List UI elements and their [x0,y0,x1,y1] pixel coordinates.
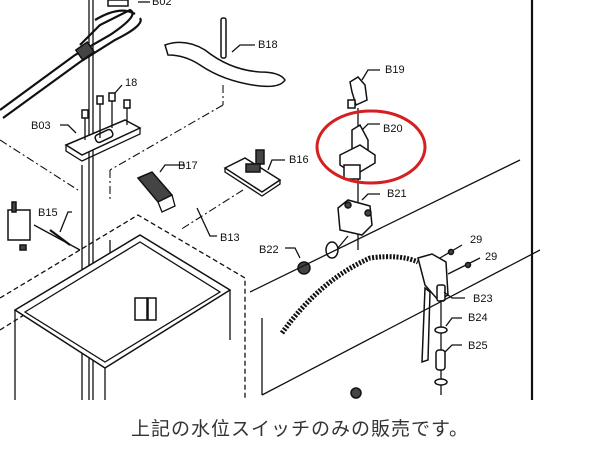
label-b02: B02 [152,0,172,8]
part-b22-nut [249,159,521,293]
part-b18-wash-arm [164,17,286,105]
label-b24: B24 [468,312,488,324]
label-b20: B20 [383,123,403,135]
label-29-lower: 29 [485,251,497,263]
label-b23: B23 [473,293,493,305]
part-b13-tub-frame [0,207,246,400]
highlight-circle [315,109,427,185]
caption: 上記の水位スイッチのみの販売です。 [130,418,470,440]
part-b23-bracket [417,253,465,364]
label-18: 18 [125,77,137,89]
cabinet-outline [261,249,541,396]
label-29-upper: 29 [470,234,482,246]
label-b03: B03 [31,120,51,132]
part-b21-chamber [337,193,380,236]
part-b03-mount-plate [60,84,142,162]
part-left-valve [7,201,31,251]
label-b15: B15 [38,207,58,219]
part-b02-heater [0,0,150,119]
part-b20-water-level-switch [339,123,380,180]
part-b24-clip [434,317,462,334]
part-hose [279,254,420,335]
label-b16: B16 [289,154,309,166]
label-b13: B13 [220,232,240,244]
label-b25: B25 [468,340,488,352]
label-b21: B21 [387,188,407,200]
label-b22: B22 [259,244,279,256]
label-b17: B17 [178,160,198,172]
part-29-screws [439,244,481,275]
part-b19-cap [347,69,380,109]
part-b16-board [179,149,285,231]
label-b18: B18 [258,39,278,51]
label-b19: B19 [385,64,405,76]
part-b15-rod [33,211,81,251]
parts-diagram: B02 B18 18 B03 B17 [0,0,541,400]
part-b17-filter [136,164,185,213]
part-b25-sleeve [434,344,462,386]
